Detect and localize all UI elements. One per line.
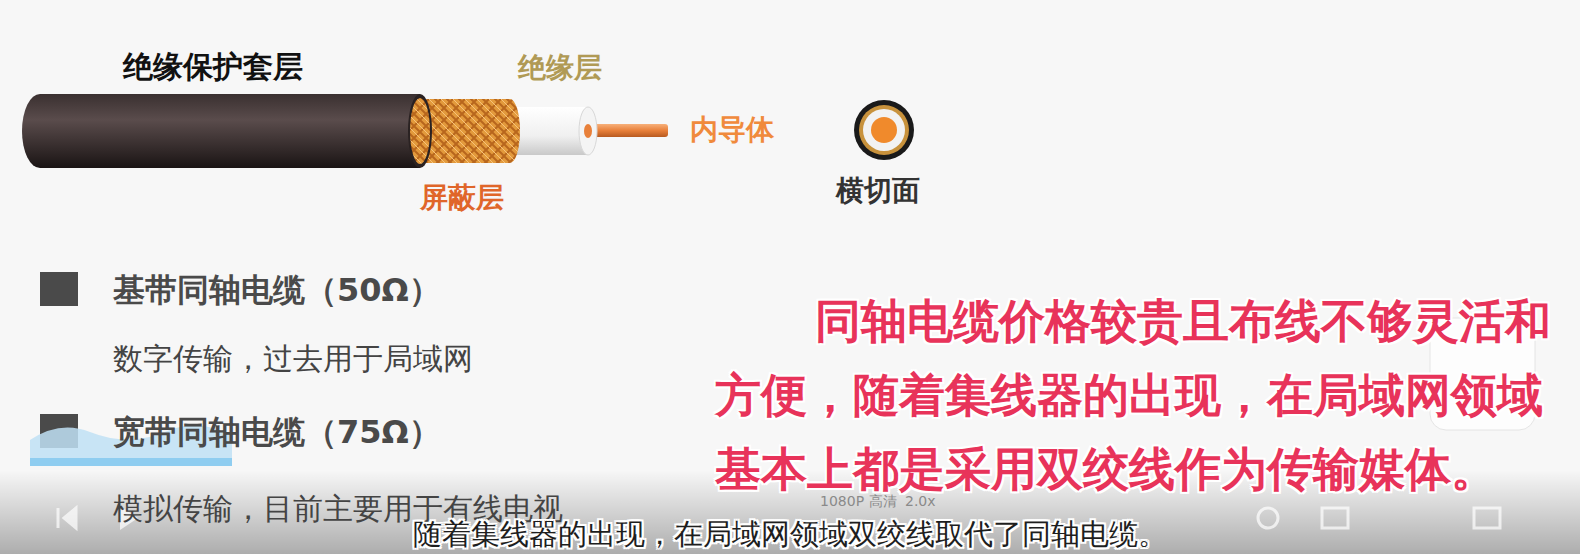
part-label: 内导体 bbox=[690, 112, 774, 147]
cross-section-shield bbox=[859, 105, 909, 155]
subtitle: 随着集线器的出现，在局域网领域双绞线取代了同轴电缆。 bbox=[0, 516, 1580, 552]
bullet-text: 宽带同轴电缆（75Ω） bbox=[113, 412, 441, 452]
part-label: 绝缘层 bbox=[518, 50, 602, 85]
player-quality: 1080P 高清 bbox=[820, 492, 897, 510]
player-pip bbox=[1322, 508, 1348, 528]
bullet-text: 基带同轴电缆（50Ω） bbox=[113, 270, 441, 310]
cross-section-insulation bbox=[863, 109, 905, 151]
part-label: 横切面 bbox=[836, 173, 920, 208]
player-settings bbox=[1258, 508, 1278, 528]
bullet-square bbox=[40, 272, 78, 306]
cross-section bbox=[854, 100, 914, 160]
bullet-detail: 数字传输，过去用于局域网 bbox=[113, 340, 473, 378]
insulation-end bbox=[579, 107, 597, 155]
player-prev bbox=[58, 508, 76, 528]
braid-end bbox=[500, 99, 520, 163]
cross-section-core bbox=[871, 117, 897, 143]
jacket-opening bbox=[410, 98, 430, 164]
callout-note: 同轴电缆价格较贵且布线不够灵活和方便，随着集线器的出现，在局域网领域基本上都是采… bbox=[715, 284, 1553, 506]
conductor-end bbox=[584, 124, 592, 138]
player-full bbox=[1474, 508, 1500, 528]
part-label: 屏蔽层 bbox=[420, 180, 504, 215]
shield-braid bbox=[410, 99, 510, 163]
player-speed: 2.0x bbox=[905, 492, 936, 510]
overlay-stripe bbox=[30, 458, 232, 466]
jacket-end bbox=[408, 94, 432, 168]
part-label: 绝缘保护套层 bbox=[123, 48, 303, 86]
outer-jacket bbox=[22, 94, 420, 168]
